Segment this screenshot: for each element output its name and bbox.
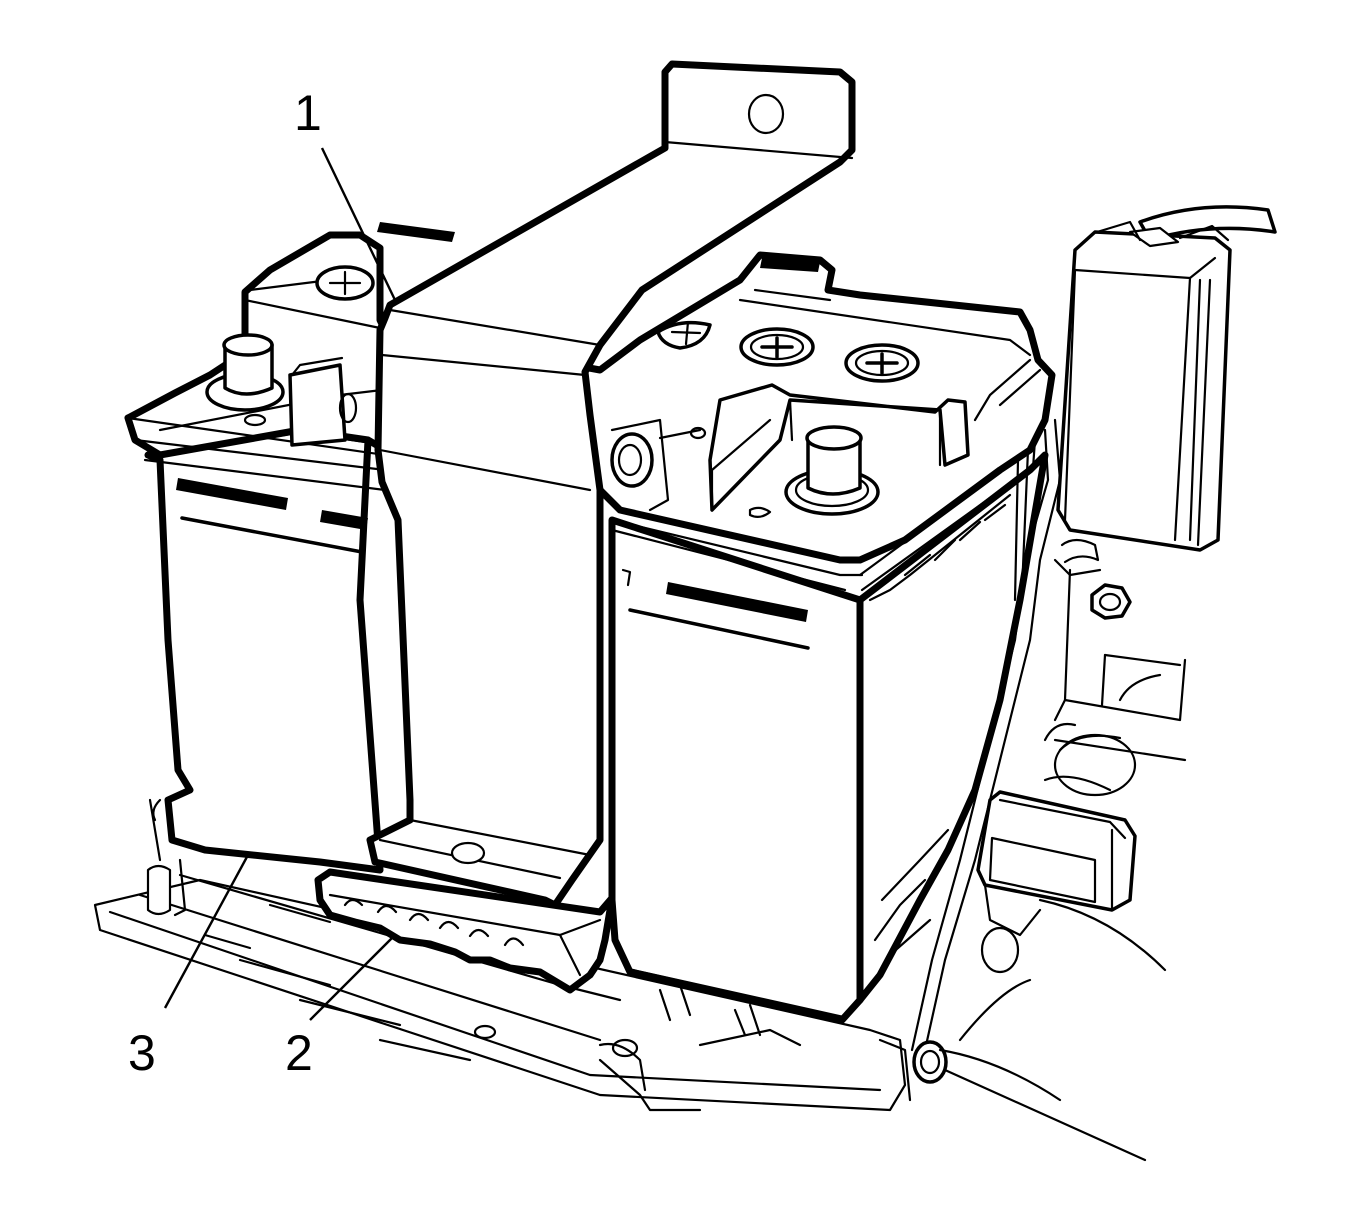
- fuse-box: [1053, 205, 1277, 577]
- battery-retainer: [314, 868, 616, 994]
- battery-label-right: [621, 568, 810, 650]
- connector-block: [976, 790, 1167, 974]
- callouts: 1 2 3: [128, 85, 397, 1081]
- vent-caps: [315, 265, 920, 383]
- callout-3-leader: [163, 854, 250, 1009]
- battery-terminal-left: [205, 333, 285, 427]
- engine-bay-right: [910, 205, 1277, 1162]
- callout-2-leader: [309, 934, 396, 1021]
- battery-terminal-right: [748, 425, 880, 519]
- battery-label-left: [176, 478, 368, 554]
- callout-2-label: 2: [285, 1025, 313, 1081]
- callout-1-label: 1: [294, 85, 322, 141]
- hex-nut: [1090, 583, 1132, 620]
- battery-corner-lug: [610, 418, 707, 512]
- hold-down-bracket: [366, 60, 856, 909]
- callout-1-leader: [320, 147, 397, 301]
- callout-3-label: 3: [128, 1025, 156, 1081]
